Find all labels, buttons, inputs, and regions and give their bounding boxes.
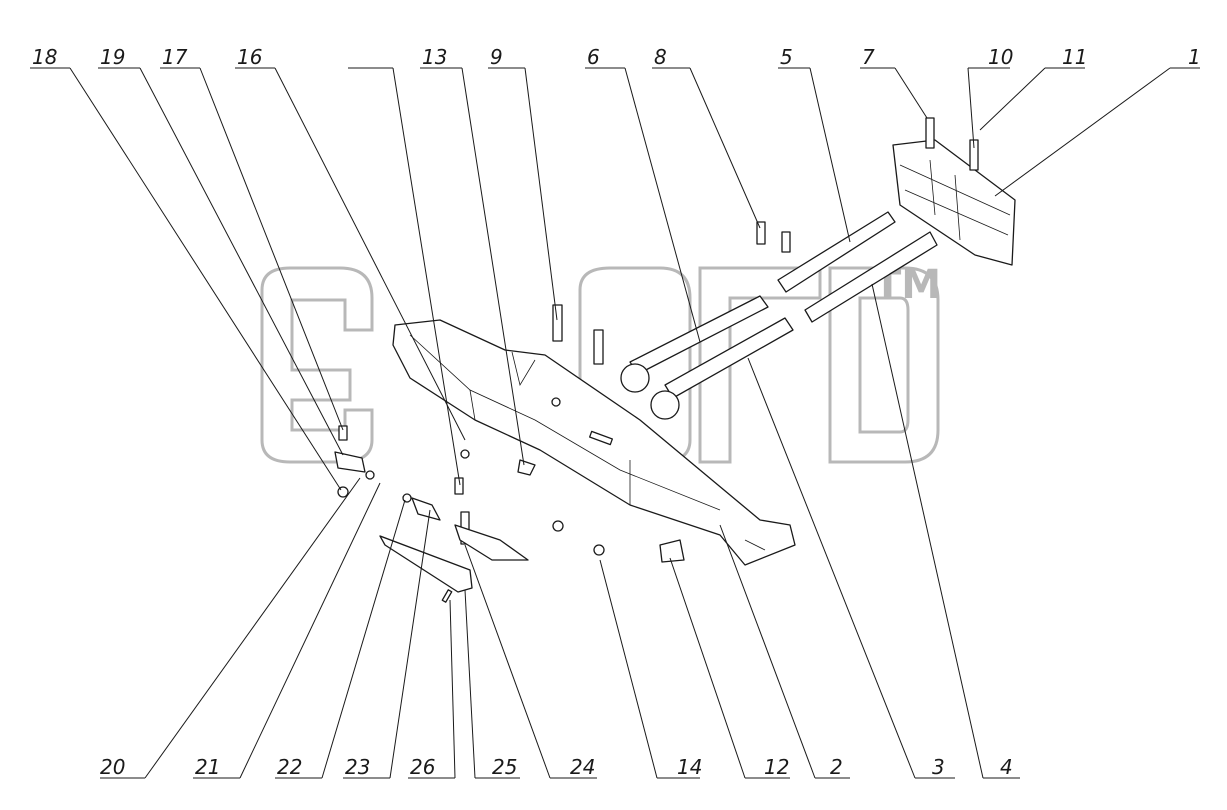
callout-label: 2 (830, 755, 843, 779)
callout-label: 1 (1188, 45, 1201, 69)
callout-label: 12 (764, 755, 789, 779)
callout-label: 4 (1000, 755, 1013, 779)
callouts: 18 19 17 16 13 9 6 8 5 7 10 (30, 45, 1201, 779)
callout-label: 23 (345, 755, 370, 779)
callout-label: 18 (32, 45, 57, 69)
callout-label: 26 (410, 755, 435, 779)
rear-bracket (892, 139, 1016, 266)
callout-label: 24 (570, 755, 595, 779)
callout-label: 5 (780, 45, 793, 69)
callout-label: 13 (422, 45, 447, 69)
callout-label: 8 (654, 45, 667, 69)
callout-label: 6 (587, 45, 600, 69)
callout-label: 9 (490, 45, 503, 69)
callout-label: 7 (862, 45, 875, 69)
callout-label: 10 (988, 45, 1013, 69)
callout-label: 14 (677, 755, 702, 779)
callout-label: 21 (195, 755, 220, 779)
telescopic-arms (620, 211, 938, 420)
callout-label: 22 (277, 755, 302, 779)
callout-label: 3 (932, 755, 945, 779)
callout-label: 25 (492, 755, 517, 779)
callout-label: 16 (237, 45, 262, 69)
callout-label: 19 (100, 45, 125, 69)
callout-label: 11 (1062, 45, 1087, 69)
callout-label: 20 (100, 755, 125, 779)
callout-label: 17 (162, 45, 188, 69)
main-beam (392, 319, 796, 566)
